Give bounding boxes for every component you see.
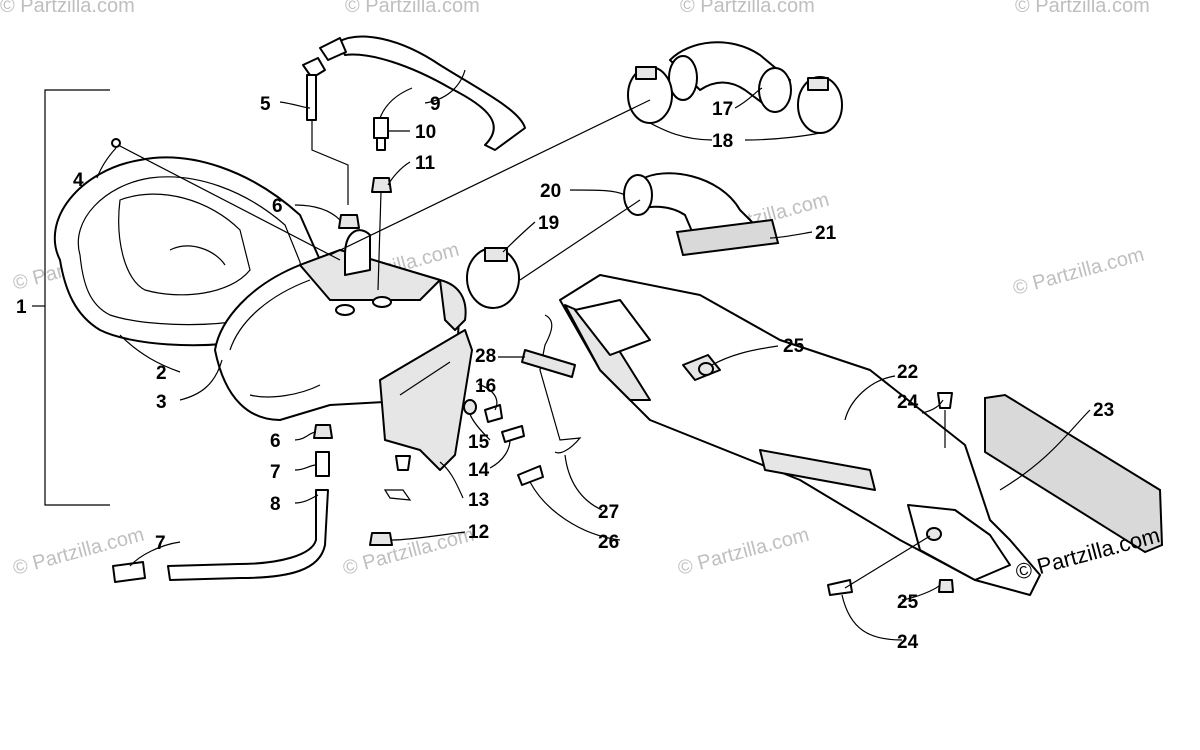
callout-25-upper: 25	[783, 336, 805, 357]
callout-17: 17	[712, 99, 733, 120]
callout-1: 1	[16, 297, 27, 318]
leader-lines	[96, 69, 1091, 641]
callout-12: 12	[468, 522, 489, 543]
assembly-bracket	[32, 89, 110, 506]
hose-clamp-18-left	[627, 66, 673, 124]
screw-4	[111, 138, 341, 261]
callout-5: 5	[260, 94, 271, 115]
callout-9: 9	[430, 94, 441, 115]
vent-hose-9	[319, 35, 526, 151]
spacer-16	[484, 404, 503, 423]
callout-7-lower: 7	[155, 533, 166, 554]
callout-13: 13	[468, 490, 489, 511]
callout-4: 4	[73, 170, 84, 191]
washer-15	[463, 399, 477, 415]
screw-24-lower	[827, 579, 853, 596]
callout-20: 20	[540, 181, 561, 202]
watermark: © Partzilla.com	[0, 0, 135, 17]
fitting-7-upper	[315, 451, 330, 477]
watermark-strong: © Partzilla.com	[1013, 522, 1163, 585]
watermark: © Partzilla.com	[680, 0, 815, 17]
callout-15: 15	[468, 432, 490, 453]
elbow-hose-17	[668, 41, 792, 113]
rod-27	[539, 314, 582, 454]
watermark: © Partzilla.com	[341, 524, 477, 580]
screw-26	[517, 465, 544, 486]
callout-22: 22	[897, 362, 918, 383]
screw-24-upper	[937, 392, 953, 448]
drain-hose-8	[167, 489, 329, 581]
callout-7-upper: 7	[270, 462, 281, 483]
callout-3: 3	[156, 392, 167, 413]
bracket-13	[379, 329, 473, 471]
callout-19: 19	[538, 213, 559, 234]
nut-12	[369, 489, 412, 546]
callout-8: 8	[270, 494, 281, 515]
screw-14	[501, 425, 525, 443]
callout-25-lower: 25	[897, 592, 919, 613]
callout-24-upper: 24	[897, 392, 919, 413]
fitting-7-lower	[112, 561, 146, 583]
callout-labels: 1 2 3 4 5 6 6 7 7 8 9 10 11 12 13 14 15 …	[16, 94, 1114, 653]
grommet-6-upper	[338, 214, 360, 229]
callout-16: 16	[475, 376, 496, 397]
watermark: © Partzilla.com	[1011, 244, 1147, 300]
watermark: © Partzilla.com	[345, 0, 480, 17]
grommet-6-lower	[313, 424, 333, 439]
bolt-5	[302, 57, 349, 205]
watermark: © Partzilla.com	[1015, 0, 1150, 17]
intake-duct-22	[559, 274, 1041, 596]
callout-6-upper: 6	[272, 196, 283, 217]
callout-2: 2	[156, 363, 167, 384]
callout-28: 28	[475, 346, 496, 367]
watermark: © Partzilla.com	[676, 524, 812, 580]
callout-11: 11	[415, 153, 436, 174]
callout-21: 21	[815, 223, 837, 244]
grommet-11	[371, 177, 392, 291]
callout-10: 10	[415, 122, 436, 143]
sensor-10	[373, 87, 413, 151]
callout-6-lower: 6	[270, 431, 281, 452]
nut-25-lower	[938, 579, 954, 593]
callout-23: 23	[1093, 400, 1114, 421]
foam-pad-23	[984, 393, 1164, 554]
callout-24-lower: 24	[897, 632, 919, 653]
callout-27: 27	[598, 502, 619, 523]
hose-clamp-18-right	[797, 76, 843, 134]
plate-28	[521, 349, 576, 378]
callout-14: 14	[468, 460, 490, 481]
nut-25-upper	[698, 362, 714, 376]
callout-26: 26	[598, 532, 619, 553]
foam-pad-21	[675, 218, 780, 257]
hose-clamp-19	[466, 199, 641, 309]
callout-18: 18	[712, 131, 733, 152]
